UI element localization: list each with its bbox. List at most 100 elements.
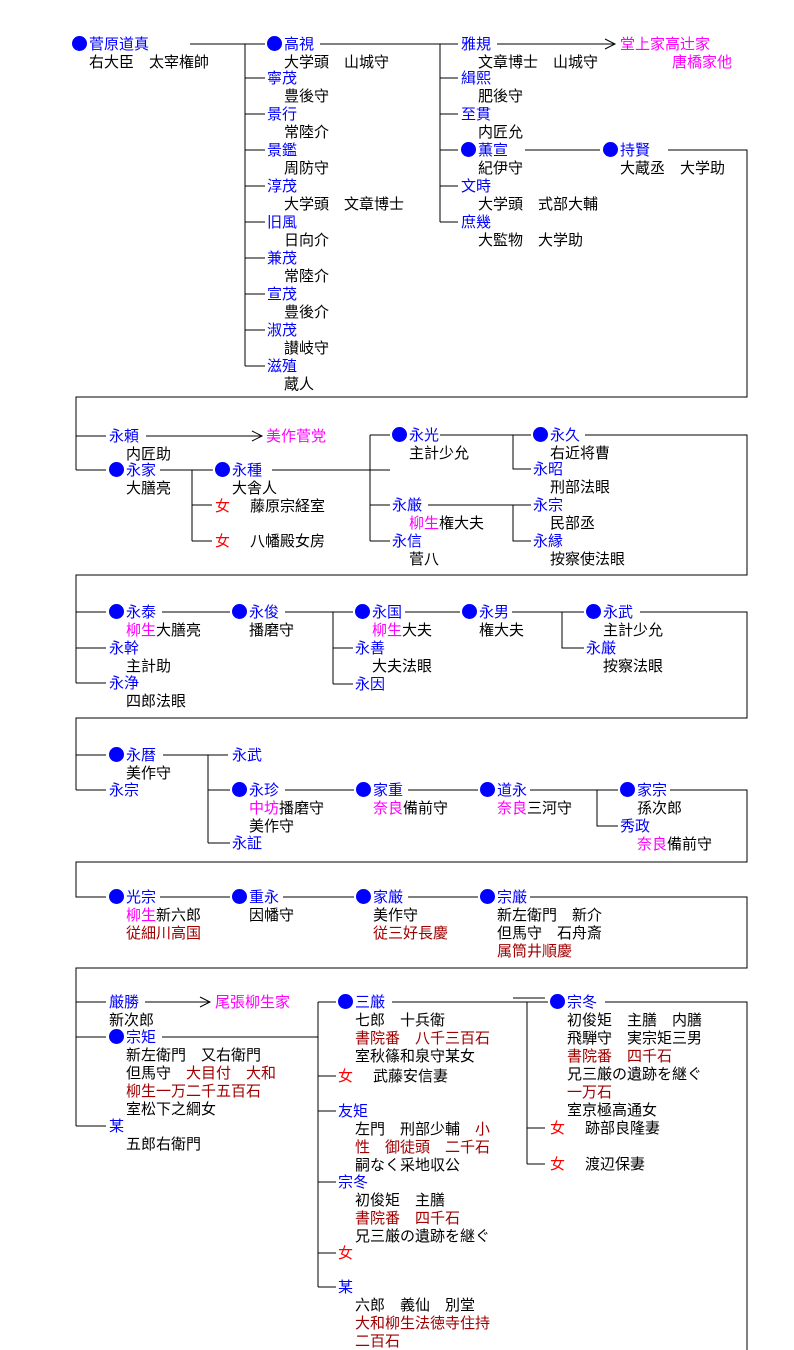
detail-text: 主計少允	[409, 444, 470, 462]
person-name[interactable]: 永証	[232, 834, 263, 852]
person-name[interactable]: 永光	[409, 426, 440, 444]
person-name[interactable]: 女	[550, 1155, 566, 1173]
person-name[interactable]: 永武	[232, 746, 263, 764]
person-detail-line: 性 御徒頭 二千石	[355, 1138, 490, 1156]
person-name[interactable]: 永善	[355, 639, 386, 657]
person-name[interactable]: 永浄	[109, 674, 140, 692]
person-name[interactable]: 道永	[497, 781, 528, 799]
person-name[interactable]: 永宗	[533, 496, 564, 514]
person-name[interactable]: 永俊	[249, 603, 280, 621]
person-detail-line: 新次郎	[109, 1011, 154, 1029]
person-note: 渡辺保妻	[585, 1155, 646, 1173]
external-family-label: 堂上家高辻家	[620, 35, 711, 53]
person-name[interactable]: 家重	[373, 781, 404, 799]
person-name[interactable]: 文時	[461, 177, 492, 195]
detail-text: 讃岐守	[284, 339, 330, 357]
person-name[interactable]: 友矩	[338, 1102, 369, 1120]
person-name[interactable]: 景鑑	[267, 141, 298, 159]
person-detail-line: 五郎右衛門	[126, 1135, 201, 1153]
person-detail-line: 奈良三河守	[497, 799, 572, 817]
person-name[interactable]: 永縁	[533, 532, 564, 550]
detail-text: 小	[475, 1120, 491, 1138]
person-name[interactable]: 家厳	[373, 888, 404, 906]
detail-text: 孫次郎	[637, 799, 683, 817]
detail-text: 民部丞	[550, 514, 596, 532]
person-name[interactable]: 重永	[249, 888, 280, 906]
person-detail-line: 大和柳生法徳寺住持	[355, 1314, 490, 1332]
person-name[interactable]: 永泰	[126, 603, 157, 621]
person-name[interactable]: 厳勝	[109, 993, 140, 1011]
person-name[interactable]: 永種	[232, 461, 263, 479]
person-detail-line: 大学頭 文章博士	[284, 195, 404, 213]
person-name[interactable]: 某	[338, 1278, 354, 1296]
person-detail-line: 播磨守	[249, 621, 294, 639]
person-detail-line: 嗣なく采地収公	[355, 1156, 460, 1174]
person-name[interactable]: 宣茂	[267, 285, 298, 303]
person-name[interactable]: 三厳	[355, 993, 386, 1011]
person-name[interactable]: 女	[215, 497, 231, 515]
person-name[interactable]: 淳茂	[267, 177, 298, 195]
person-name[interactable]: 宗冬	[338, 1173, 369, 1191]
person-name[interactable]: 旧風	[267, 213, 298, 231]
person-name[interactable]: 宗冬	[567, 993, 598, 1011]
person-name[interactable]: 家宗	[637, 781, 668, 799]
person-name[interactable]: 永家	[126, 461, 157, 479]
person-name[interactable]: 至貫	[461, 105, 492, 123]
person-name[interactable]: 女	[550, 1119, 566, 1137]
person-name[interactable]: 永頼	[109, 427, 140, 445]
detail-text: 奈良	[637, 835, 668, 853]
person-name[interactable]: 緝熙	[461, 69, 492, 87]
person-name[interactable]: 雅規	[461, 35, 492, 53]
person-name[interactable]: 寧茂	[267, 69, 298, 87]
person-name[interactable]: 永男	[479, 603, 510, 621]
detail-text: 豊後介	[284, 303, 330, 321]
person-name[interactable]: 永信	[392, 532, 423, 550]
detail-text: 柳生	[126, 621, 157, 639]
person-name[interactable]: 庶幾	[461, 213, 492, 231]
detail-text: 権大夫	[439, 514, 485, 532]
person-name[interactable]: 景行	[267, 105, 298, 123]
detail-text: 肥後守	[478, 87, 524, 105]
person-name[interactable]: 永昭	[533, 460, 564, 478]
detail-text: 紀伊守	[478, 159, 524, 177]
detail-text: 備前守	[403, 799, 449, 817]
main-line-dot-icon	[338, 994, 353, 1009]
main-line-dot-icon	[461, 142, 476, 157]
person-name[interactable]: 高視	[284, 35, 315, 53]
person-name[interactable]: 永国	[372, 603, 403, 621]
person-detail-line: 奈良備前守	[637, 835, 712, 853]
person-name[interactable]: 永珍	[249, 781, 280, 799]
person-name[interactable]: 永武	[603, 603, 634, 621]
person-name[interactable]: 永厳	[586, 639, 617, 657]
detail-text: 美作守	[249, 817, 295, 835]
person-name[interactable]: 菅原道真	[89, 35, 150, 53]
person-detail-line: 主計少允	[409, 444, 469, 462]
person-name[interactable]: 永幹	[109, 639, 140, 657]
person-name[interactable]: 女	[215, 532, 231, 550]
person-name[interactable]: 永暦	[126, 746, 157, 764]
person-name[interactable]: 光宗	[126, 888, 157, 906]
detail-text: 備前守	[667, 835, 713, 853]
detail-text: 従細川高国	[126, 924, 202, 942]
person-name[interactable]: 女	[338, 1244, 354, 1262]
detail-text: 初俊矩 主膳	[355, 1191, 446, 1209]
person-detail-line: 讃岐守	[284, 339, 329, 357]
person-name[interactable]: 永因	[355, 675, 386, 693]
person-name[interactable]: 持賢	[620, 141, 651, 159]
detail-text: 美作守	[126, 764, 172, 782]
person-name[interactable]: 某	[109, 1117, 125, 1135]
person-name[interactable]: 秀政	[620, 817, 651, 835]
detail-text: 三河守	[527, 799, 573, 817]
person-name[interactable]: 永厳	[392, 496, 423, 514]
person-name[interactable]: 淑茂	[267, 321, 298, 339]
person-name[interactable]: 宗矩	[126, 1028, 157, 1046]
person-name[interactable]: 兼茂	[267, 249, 298, 267]
person-name[interactable]: 薫宣	[478, 141, 509, 159]
person-detail-line: 大学頭 式部大輔	[478, 195, 598, 213]
person-name[interactable]: 宗厳	[497, 888, 528, 906]
person-name[interactable]: 永久	[550, 426, 581, 444]
person-name[interactable]: 滋殖	[267, 357, 298, 375]
person-name[interactable]: 女	[338, 1067, 354, 1085]
person-detail-line: 按察使法眼	[550, 550, 625, 568]
person-name[interactable]: 永宗	[109, 781, 140, 799]
